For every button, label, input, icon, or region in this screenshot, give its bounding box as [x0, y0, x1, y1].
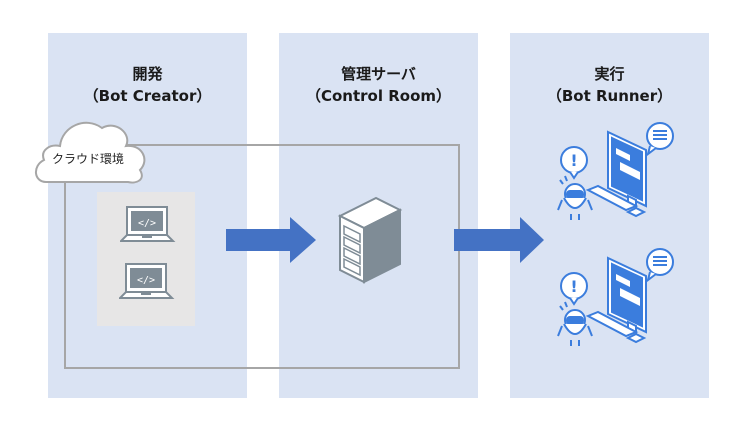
alert-glyph: !: [570, 151, 577, 170]
title-jp: 管理サーバ: [341, 65, 416, 83]
monitor: [607, 256, 647, 334]
keyboard: [585, 310, 647, 344]
code-glyph: </>: [137, 275, 155, 286]
chat-bubble: [646, 248, 674, 283]
column-title: 実行 （Bot Runner）: [510, 63, 709, 107]
column-title: 開発 （Bot Creator）: [48, 63, 247, 107]
robot: [557, 301, 593, 346]
bot-runner-robot-pc-icon: !: [557, 248, 674, 346]
arrow-right-icon: [226, 217, 316, 263]
keyboard: [585, 184, 647, 218]
alert-glyph: !: [570, 277, 577, 296]
title-en: （Bot Creator）: [83, 87, 212, 105]
title-jp: 開発: [132, 65, 163, 83]
alert-bubble: [560, 272, 588, 306]
bot-runner-robot-pc-icon: !: [557, 122, 674, 220]
server-icon: [337, 196, 403, 284]
column-bot-creator: 開発 （Bot Creator）: [48, 33, 247, 398]
arrow-right-icon: [454, 217, 544, 263]
cloud-icon: [35, 121, 146, 184]
column-bot-runner: 実行 （Bot Runner）: [510, 33, 709, 398]
laptop-code-icon: </>: [119, 263, 175, 299]
title-en: （Control Room）: [305, 87, 452, 105]
chat-bubble: [646, 122, 674, 157]
title-en: （Bot Runner）: [546, 87, 673, 105]
cloud-environment-frame: [64, 144, 460, 369]
column-title: 管理サーバ （Control Room）: [279, 63, 478, 107]
robot: [557, 175, 593, 220]
cloud-label: クラウド環境: [52, 152, 125, 166]
alert-bubble: [560, 146, 588, 180]
laptop-code-icon: </>: [120, 206, 176, 242]
title-jp: 実行: [594, 65, 625, 83]
code-glyph: </>: [138, 218, 156, 229]
monitor: [607, 130, 647, 208]
